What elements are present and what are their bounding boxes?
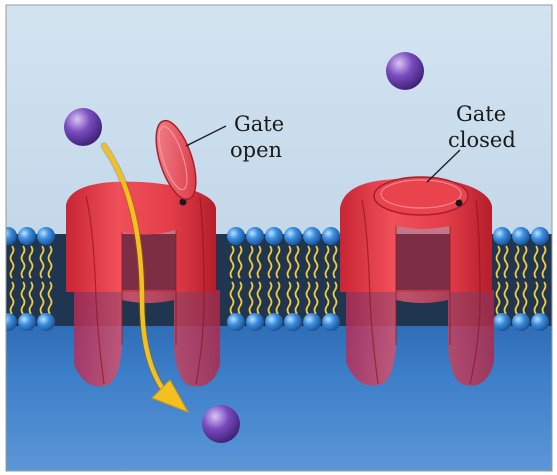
lipid-head [227,227,245,245]
lipid-head [512,227,530,245]
lipid-head [493,313,511,331]
label-gate-open-line1: Gate [234,112,284,136]
lipid-head [512,313,530,331]
ion-icon [386,52,424,90]
lipid-head [322,313,340,331]
lipid-head [37,313,55,331]
lipid-head [531,227,549,245]
lipid-tail [3,282,6,314]
lipid-head [303,227,321,245]
lipid-head [284,227,302,245]
label-gate-open-line2: open [230,138,282,162]
lipid-head [37,227,55,245]
lipid-head [265,227,283,245]
ion-icon [64,108,102,146]
label-gate-closed-line1: Gate [456,102,506,126]
lipid-head [265,313,283,331]
lipid-head [303,313,321,331]
lipid-head [227,313,245,331]
gate-lid-closed [374,177,468,215]
lipid-head [493,227,511,245]
lipid-head [246,227,264,245]
lipid-head [246,313,264,331]
lipid-tail [3,246,6,278]
gate-hinge-closed [456,200,463,207]
label-gate-closed-line2: closed [448,128,516,152]
lipid-head [18,313,36,331]
lipid-head [284,313,302,331]
lipid-head [18,227,36,245]
ion-icon [202,405,240,443]
lipid-head [531,313,549,331]
lipid-head [322,227,340,245]
